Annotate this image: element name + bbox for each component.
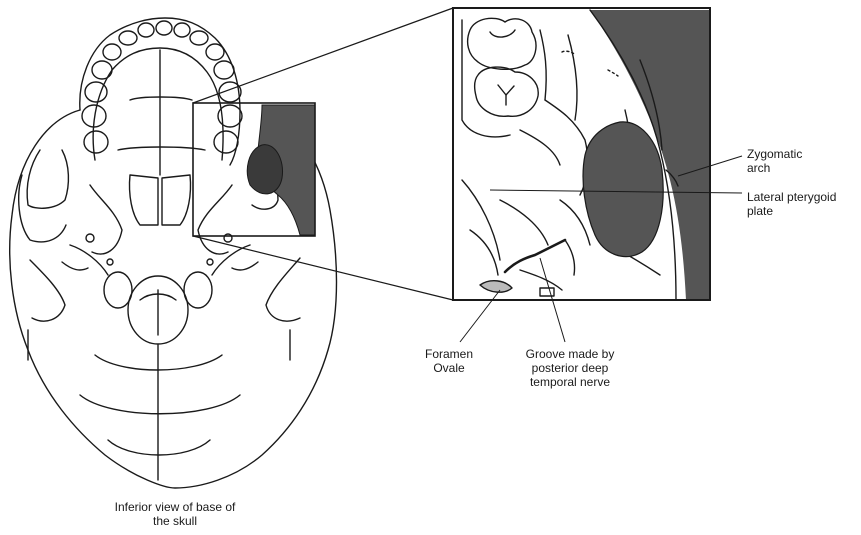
zoom-line-top: [193, 8, 453, 103]
figure-caption: Inferior view of base of the skull: [90, 500, 260, 528]
label-lateral-pterygoid-plate: Lateral pterygoid plate: [747, 190, 836, 218]
label-zygomatic-arch: Zygomatic arch: [747, 147, 802, 175]
shaded-region-small: [247, 105, 315, 235]
label-groove: Groove made by posterior deep temporal n…: [505, 347, 635, 389]
choanae: [129, 175, 158, 225]
leader-foramen: [460, 290, 500, 342]
groove-line: [505, 240, 565, 272]
foramen-ovale-shape: [480, 281, 512, 292]
label-foramen-ovale: Foramen Ovale: [425, 347, 473, 375]
enlarged-detail: [453, 8, 710, 300]
zygomatic-left: [27, 150, 68, 208]
dotted-line: [562, 51, 576, 55]
pterygoid-dark-shape: [583, 122, 663, 257]
